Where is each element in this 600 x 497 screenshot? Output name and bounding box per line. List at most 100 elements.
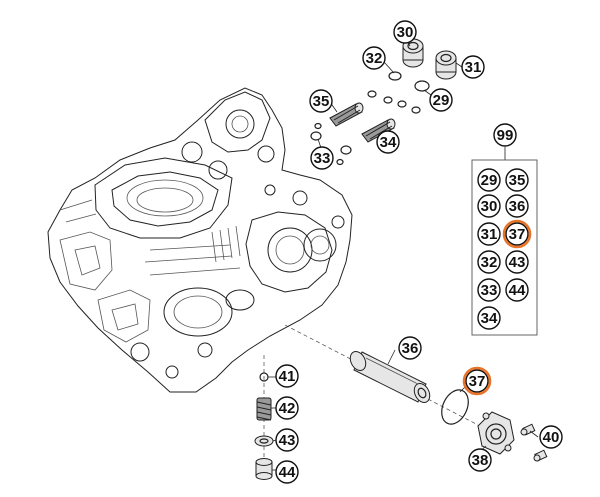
kit-left-callout-34-label: 34 (481, 310, 498, 327)
part-callout-31-label: 31 (465, 59, 482, 76)
o-ring-37-part (441, 389, 469, 425)
part-callout-31: 31 (461, 55, 485, 79)
kit-left-callout-30-circle (477, 194, 501, 218)
kit-callout-99-circle (493, 123, 517, 147)
kit-left-callout-31: 31 (477, 222, 501, 246)
kit-right-callout-44-label: 44 (509, 282, 526, 299)
kit-right-callout-43-label: 43 (509, 254, 526, 271)
kit-right-callout-35: 35 (505, 168, 529, 192)
kit-left-callout-29-label: 29 (481, 172, 498, 189)
part-callout-43-circle (275, 428, 299, 452)
part-callout-35: 35 (309, 89, 333, 113)
part-callout-30-circle (393, 20, 417, 44)
kit-left-callout-34: 34 (477, 306, 501, 330)
o-ring-29a-part (414, 80, 430, 92)
kit-left-callout-32-circle (477, 250, 501, 274)
part-callout-41: 41 (275, 364, 299, 388)
kit-left-callout-29: 29 (477, 168, 501, 192)
kit-left-callout-30: 30 (477, 194, 501, 218)
plug-44-part (255, 458, 273, 480)
part-callout-37: 37 (462, 366, 492, 396)
part-callout-37-label: 37 (469, 373, 486, 390)
kit-left-callout-33-label: 33 (481, 282, 498, 299)
kit-left-callout-32-label: 32 (481, 254, 498, 271)
part-callout-33-label: 33 (314, 150, 331, 167)
part-callout-32: 32 (362, 46, 386, 70)
kit-99-group (471, 159, 538, 336)
seal-ring-43-part (254, 435, 274, 447)
part-callout-30: 30 (393, 20, 417, 44)
bypass-pin-34-part (361, 118, 396, 143)
kit-left-callout-29-circle (477, 168, 501, 192)
part-callout-29-label: 29 (433, 92, 450, 109)
part-callout-44-label: 44 (279, 464, 296, 481)
part-callout-32-circle (362, 46, 386, 70)
kit-right-callout-35-circle (505, 168, 529, 192)
part-callout-33-circle (310, 146, 334, 170)
kit-callout-99-label: 99 (497, 127, 514, 144)
plug-30-part (402, 38, 424, 68)
part-callout-38-label: 38 (472, 452, 489, 469)
part-callout-42-label: 42 (279, 400, 296, 417)
part-callout-29-circle (429, 88, 453, 112)
part-callout-40: 40 (539, 425, 563, 449)
spring-42-part (256, 397, 272, 421)
part-callout-38: 38 (468, 448, 492, 472)
kit-right-callout-44: 44 (505, 278, 529, 302)
part-callout-37-highlight-ring (462, 366, 492, 396)
part-callout-41-label: 41 (279, 368, 296, 385)
part-callout-36: 36 (398, 336, 422, 360)
oil-filter-parts-drawing (284, 324, 548, 462)
callouts-layer: 99 29 30 31 32 33 34 35 36 37 43 44 30 32 31 29 35 34 33 36… (275, 20, 563, 484)
part-callout-34: 34 (376, 130, 400, 154)
bypass-pin-35-part (329, 102, 364, 127)
part-callout-36-label: 36 (402, 340, 419, 357)
kit-right-callout-37-label: 37 (509, 226, 526, 243)
part-callout-37-circle (465, 369, 489, 393)
kit-left-callout-30-label: 30 (481, 198, 498, 215)
oil-filter-36-part (349, 351, 431, 403)
kit-callout-99: 99 (493, 123, 517, 147)
part-callout-40-label: 40 (543, 429, 560, 446)
part-callout-31-circle (461, 55, 485, 79)
kit-left-callout-32: 32 (477, 250, 501, 274)
part-callout-40-circle (539, 425, 563, 449)
kit-99-box (471, 159, 538, 336)
engine-case-drawing (47, 87, 353, 393)
part-callout-43: 43 (275, 428, 299, 452)
part-callout-33: 33 (310, 146, 334, 170)
kit-left-callout-31-label: 31 (481, 226, 498, 243)
part-callout-44-circle (275, 460, 299, 484)
part-callout-38-circle (468, 448, 492, 472)
screw-40-part (520, 423, 548, 462)
kit-right-callout-36-label: 36 (509, 198, 526, 215)
part-callout-32-label: 32 (366, 50, 383, 67)
part-callout-35-label: 35 (313, 93, 330, 110)
kit-right-callout-35-label: 35 (509, 172, 526, 189)
kit-right-callout-43: 43 (505, 250, 529, 274)
kit-left-callout-31-circle (477, 222, 501, 246)
kit-right-callout-44-circle (505, 278, 529, 302)
part-callout-34-label: 34 (380, 134, 397, 151)
kit-right-callout-37-circle (505, 222, 529, 246)
part-callout-43-label: 43 (279, 432, 296, 449)
part-callout-42: 42 (275, 396, 299, 420)
filter-cover-38-part (477, 411, 515, 455)
part-callout-34-circle (376, 130, 400, 154)
part-callout-44: 44 (275, 460, 299, 484)
plug-31-part (435, 50, 457, 80)
kit-left-callout-33-circle (477, 278, 501, 302)
kit-left-callout-34-circle (477, 306, 501, 330)
kit-right-callout-37-highlight-ring (502, 219, 532, 249)
upper-parts-drawing (310, 38, 457, 166)
lower-parts-drawing (254, 355, 274, 480)
part-callout-29: 29 (429, 88, 453, 112)
part-callout-36-circle (398, 336, 422, 360)
kit-right-callout-36: 36 (505, 194, 529, 218)
kit-right-callout-37: 37 (502, 219, 532, 249)
part-callout-35-circle (309, 89, 333, 113)
kit-right-callout-43-circle (505, 250, 529, 274)
part-callout-42-circle (275, 396, 299, 420)
kit-right-callout-36-circle (505, 194, 529, 218)
